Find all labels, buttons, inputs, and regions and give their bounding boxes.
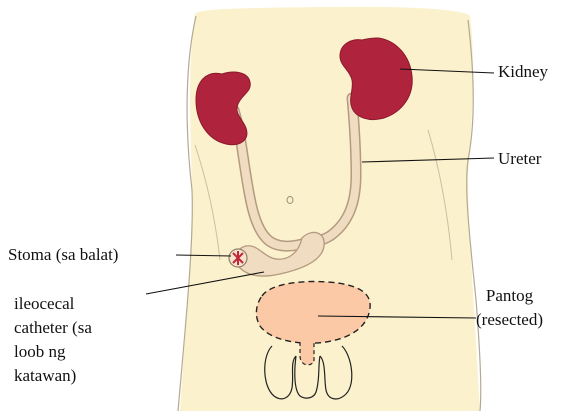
label-ureter: Ureter: [498, 148, 541, 169]
label-stoma: Stoma (sa balat): [8, 244, 118, 265]
urethra: [300, 342, 314, 365]
label-catheter: ileocecal catheter (sa loob ng katawan): [14, 292, 92, 388]
label-kidney: Kidney: [498, 61, 548, 82]
label-bladder: Pantog (resected): [476, 284, 543, 332]
torso-silhouette: [180, 7, 480, 411]
